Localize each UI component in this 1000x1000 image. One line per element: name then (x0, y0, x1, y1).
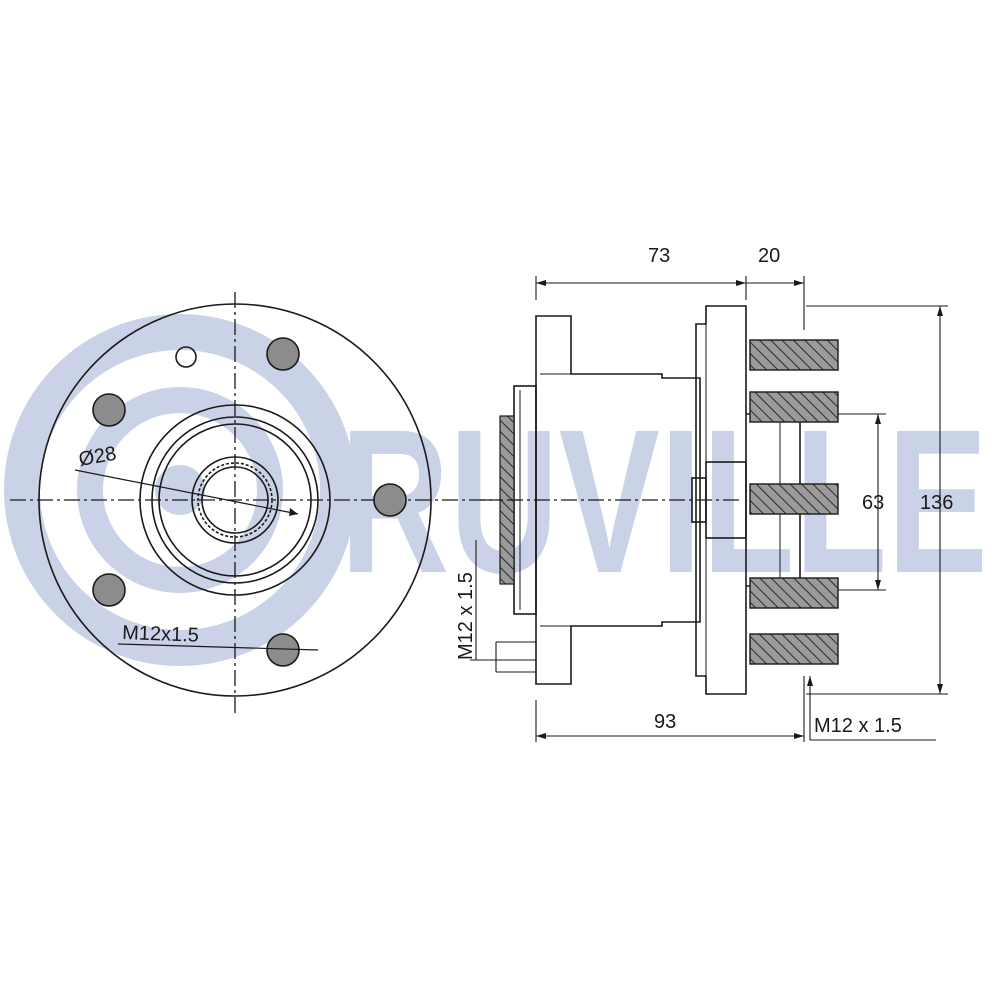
wheel-stud (749, 391, 839, 423)
wheel-stud (749, 483, 839, 515)
dimension-73 (535, 276, 747, 300)
flange-outer-circle (38, 303, 432, 697)
wheel-stud (749, 339, 839, 371)
locating-hole (175, 346, 197, 368)
wheel-stud (749, 633, 839, 665)
stud-hole (266, 633, 300, 667)
dim-63-label: 63 (862, 492, 884, 514)
bore-circle (197, 462, 273, 538)
dim-20-label: 20 (758, 245, 780, 267)
front-thread-leader-line (117, 643, 319, 651)
dim-93-label: 93 (654, 711, 676, 733)
dimension-136 (806, 305, 948, 695)
hub-middle-circle (151, 416, 319, 584)
stud-hole (266, 337, 300, 371)
bore-inner-circle (201, 466, 269, 534)
watermark-brand-text: RUVILLE (340, 387, 988, 616)
bore-diameter-label: Ø28 (77, 443, 118, 471)
hub-inner-circle (158, 423, 312, 577)
dim-136-label: 136 (920, 492, 953, 514)
front-view (10, 292, 520, 715)
dimension-93 (535, 676, 805, 742)
stud-hole (92, 393, 126, 427)
watermark-ring-icon (4, 314, 356, 666)
stud-hole (92, 573, 126, 607)
bottom-thread-leader (807, 676, 936, 741)
watermark-logo: RUVILLE (4, 314, 988, 666)
side-view (470, 276, 948, 742)
dimension-20 (746, 276, 805, 330)
bore-leader-line (74, 469, 299, 515)
side-thread-label-bottom: M12 x 1.5 (814, 715, 902, 737)
front-thread-label: M12x1.5 (122, 622, 199, 647)
hub-outer-circle (139, 404, 331, 596)
dimension-63 (838, 413, 886, 591)
wheel-stud (749, 577, 839, 609)
side-thread-label-left: M12 x 1.5 (455, 572, 477, 660)
bore-outer-circle (191, 456, 279, 544)
stud-hole (373, 483, 407, 517)
dim-73-label: 73 (648, 245, 670, 267)
left-thread-leader (470, 540, 536, 673)
